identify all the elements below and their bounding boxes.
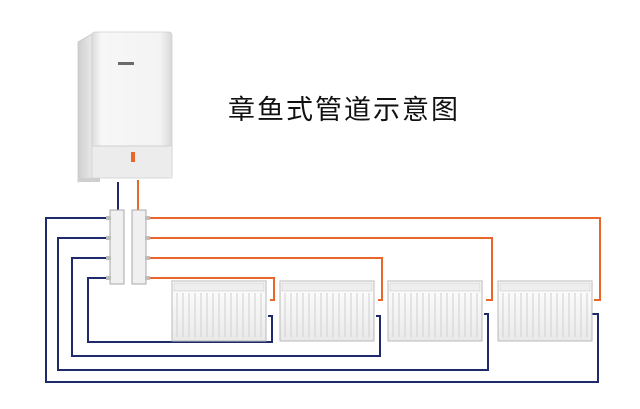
radiator-top-grille: [499, 282, 591, 292]
return-pipe-radiator-2: [71, 257, 381, 357]
supply-pipe-radiator-2: [148, 257, 383, 301]
supply-pipe-radiator-1: [148, 277, 275, 301]
radiator-top-grille: [281, 282, 373, 292]
return-pipe-radiator-1: [87, 277, 273, 343]
radiator-2: [279, 280, 375, 342]
radiator-3: [387, 280, 483, 342]
boiler-bottom-bracket: [80, 178, 100, 182]
diagram-title: 章鱼式管道示意图: [228, 95, 460, 126]
boiler-indicator-light: [131, 152, 135, 162]
boiler-side-panel: [77, 33, 93, 183]
radiator-top-grille: [389, 282, 481, 292]
supply-pipe-radiator-3: [148, 237, 493, 301]
radiator-1: [171, 280, 267, 342]
radiator-4: [497, 280, 593, 342]
return-pipe-radiator-3: [57, 237, 489, 371]
boiler-logo-mark: [118, 62, 134, 65]
radiators: [171, 280, 593, 342]
return-manifold: [109, 209, 125, 285]
wall-boiler: [77, 31, 173, 183]
supply-pipes: [148, 217, 601, 301]
return-pipes: [45, 217, 599, 383]
supply-pipe-radiator-4: [148, 217, 601, 301]
supply-manifold: [131, 209, 147, 285]
manifold-assembly: [106, 209, 150, 285]
return-pipe-radiator-4: [45, 217, 599, 383]
radiator-top-grille: [173, 282, 265, 292]
